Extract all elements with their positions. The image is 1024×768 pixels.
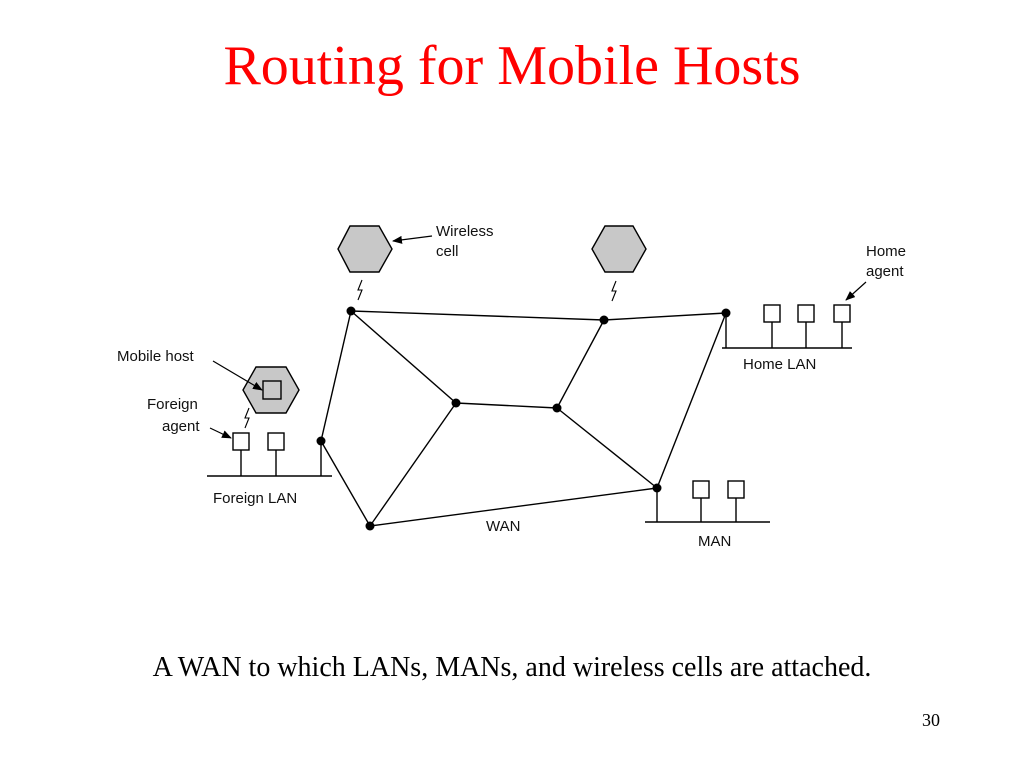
home-lan	[722, 304, 852, 349]
mobile-host	[262, 380, 282, 400]
router-node	[599, 315, 609, 325]
wireless-cell-arrow	[392, 235, 433, 244]
home-lan-host	[763, 304, 781, 323]
wireless-cell-right	[591, 225, 647, 273]
wireless-cell-label: cell	[436, 243, 459, 260]
slide-caption: A WAN to which LANs, MANs, and wireless …	[152, 652, 872, 683]
mobile-host-label: Mobile host	[117, 348, 195, 365]
wan-link	[656, 312, 727, 489]
wan-links	[320, 310, 727, 527]
lightning-icon	[244, 407, 250, 429]
man-host	[727, 480, 745, 499]
wireless-cell-left	[337, 225, 393, 273]
foreign-agent-arrow	[209, 427, 232, 439]
man-network	[645, 480, 770, 523]
wan-link	[556, 407, 658, 489]
wan-link	[350, 310, 605, 321]
lightning-icon	[611, 280, 617, 302]
wan-link	[320, 440, 371, 527]
home-lan-label: Home LAN	[743, 356, 816, 373]
pointer-arrows	[209, 235, 867, 439]
wan-link	[350, 310, 457, 404]
router-node	[552, 403, 562, 413]
wan-link	[556, 319, 605, 409]
wan-link	[455, 402, 558, 409]
home-agent-arrow	[845, 281, 867, 301]
foreign-agent-host	[232, 432, 250, 451]
home-agent-label: Home	[866, 243, 906, 260]
home-agent-label: agent	[866, 263, 904, 280]
man-host	[692, 480, 710, 499]
page-number: 30	[922, 710, 940, 730]
foreign-lan-label: Foreign LAN	[213, 490, 297, 507]
wan-link	[369, 487, 658, 527]
foreign-lan	[207, 432, 332, 477]
man-label: MAN	[698, 533, 731, 550]
home-lan-host	[797, 304, 815, 323]
slide-title: Routing for Mobile Hosts	[223, 35, 801, 97]
lightning-icons	[244, 279, 617, 429]
router-node	[346, 306, 356, 316]
wireless-cell-foreign	[242, 366, 300, 414]
wan-link	[320, 310, 352, 442]
lightning-icon	[357, 279, 363, 301]
routers	[316, 306, 731, 531]
wireless-cell-label: Wireless	[436, 223, 494, 240]
home-agent-host	[833, 304, 851, 323]
mobile-host-arrow	[212, 360, 263, 391]
foreign-lan-host	[267, 432, 285, 451]
wan-label: WAN	[486, 518, 520, 535]
foreign-agent-label: agent	[162, 418, 200, 435]
foreign-agent-label: Foreign	[147, 396, 198, 413]
wan-link	[603, 312, 727, 321]
router-node	[451, 398, 461, 408]
wireless-cells	[242, 225, 647, 414]
wan-link	[369, 402, 457, 527]
router-node	[365, 521, 375, 531]
